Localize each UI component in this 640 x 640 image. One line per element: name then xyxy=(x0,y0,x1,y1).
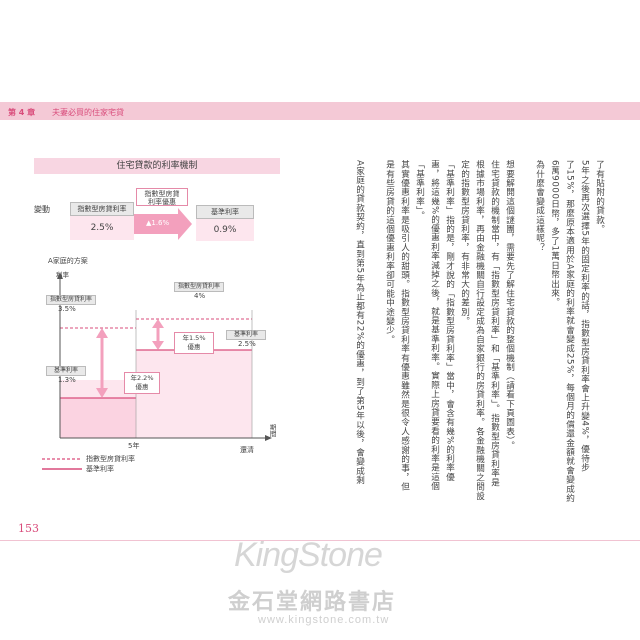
right-discount-line1: 年1.5% xyxy=(182,334,206,342)
body-column-12: 惠，將這幾%的優惠利率減掉之後，就是基準利率。實際上房貸要看的利率是這個 xyxy=(429,160,440,491)
top-index-rate-label: 指數型房貸利率 xyxy=(77,205,127,213)
left-discount-box: 年2.2% 優惠 xyxy=(124,372,160,394)
top-index-rate-value-box: 2.5% xyxy=(70,216,134,240)
watermark-url: www.kingstone.com.tw xyxy=(258,614,390,626)
left-base-rate-label: 基準利率 xyxy=(53,367,78,374)
right-index-rate-label-box: 指數型房貸利率 xyxy=(174,282,224,292)
family-plan-label: A家庭的方案 xyxy=(48,257,88,265)
left-index-rate-value: 3.5% xyxy=(58,305,76,313)
left-index-rate-label-box: 指數型房貸利率 xyxy=(46,295,96,305)
body-column-14: 其實優惠利率是吸引人的甜頭。指數型房貸利率有優惠雖然是很令人感謝的事，但 xyxy=(399,160,410,492)
page-number: 153 xyxy=(18,522,39,535)
discount-callout-line2: 利率優惠 xyxy=(148,198,176,206)
legend-dashed-label: 指數型房貸利率 xyxy=(86,455,135,463)
right-base-rate-label: 基準利率 xyxy=(233,331,258,338)
discount-callout-box: 指數型房貸 利率優惠 xyxy=(136,188,188,206)
right-base-rate-value: 2.5% xyxy=(238,340,256,348)
right-discount-box: 年1.5% 優惠 xyxy=(174,332,214,354)
diagram-title: 住宅貸款的利率機制 xyxy=(34,158,280,174)
body-column-13: 「基準利率」。 xyxy=(414,160,425,221)
top-index-rate-value: 2.5% xyxy=(90,223,114,233)
discount-arrow-icon xyxy=(134,208,192,240)
body-column-3: 了15%，那麼原本適用於A家庭的利率就會變成25%，每個月的償還金額就會變成約 xyxy=(564,160,575,503)
left-base-rate-value: 1.3% xyxy=(58,376,76,384)
body-column-1: 了有貼附的貸款。 xyxy=(594,160,605,234)
discount-callout-line1: 指數型房貸 xyxy=(144,190,180,198)
body-column-4: 6萬9000日幣，多了1萬日幣出來。 xyxy=(549,160,560,307)
chapter-title: 夫妻必買的住家宅貸 xyxy=(52,108,124,117)
legend-solid-label: 基準利率 xyxy=(86,465,114,473)
watermark-store-name: 金石堂網路書店 xyxy=(228,589,397,615)
footer-divider xyxy=(0,540,640,541)
top-base-rate-value-box: 0.9% xyxy=(196,219,254,241)
x-axis-end-label: 還清 xyxy=(240,446,254,454)
discount-arrow-value: ▲1.6% xyxy=(146,219,170,227)
x-tick-5-years: 5年 xyxy=(128,442,140,450)
x-axis-label: 期間 xyxy=(268,424,277,437)
top-base-rate-value: 0.9% xyxy=(213,225,237,235)
left-discount-line1: 年2.2% xyxy=(130,374,154,382)
rate-axis-label: 利率 xyxy=(56,271,69,279)
left-discount-line2: 優惠 xyxy=(135,383,149,391)
chapter-header-band xyxy=(0,102,640,120)
body-column-5: 為什麼會變成這樣呢？ xyxy=(534,160,545,252)
top-base-rate-label: 基準利率 xyxy=(211,208,239,216)
right-index-rate-label: 指數型房貸利率 xyxy=(177,283,220,290)
body-column-9: 根據市場利率，再由金融機關自行設定成為自家銀行的房貸利率。各金融機關之間設 xyxy=(474,160,485,501)
right-base-rate-label-box: 基準利率 xyxy=(226,330,266,340)
body-column-2: 5年之後再次選擇5年的固定利率的話，指數型房貸利率會上升變4%，優待步 xyxy=(579,160,590,473)
body-column-8: 住宅貸款的機制當中，有「指數型房貸利率」和「基準利率」。指數型房貸利率是 xyxy=(489,160,500,487)
watermark-logo: KingStone xyxy=(234,536,383,574)
body-column-10: 定的指數型房貸利率，有非常大的差別。 xyxy=(459,160,470,326)
top-index-rate-label-box: 指數型房貸利率 xyxy=(70,202,134,216)
chapter-label: 第 4 章 xyxy=(8,108,36,117)
body-column-11: 「基準利率」指的是，剛才說的「指數型房貸利率」當中，會含有幾%的利率優 xyxy=(444,160,455,482)
legend-lines-icon xyxy=(42,458,82,470)
change-label: 變動 xyxy=(34,205,50,214)
top-base-rate-label-box: 基準利率 xyxy=(196,205,254,219)
right-index-rate-value: 4% xyxy=(194,292,206,300)
right-discount-line2: 優惠 xyxy=(187,343,201,351)
body-column-17: A家庭的貸款契約，直到第5年為止都有22%的優惠，到了第5年以後，會變成剩 xyxy=(354,160,365,485)
body-column-7: 想要解開這個謎團，需要先了解住宅貸款的整個機制（請看下頁圖表）。 xyxy=(504,160,515,451)
body-column-15: 是有些房貸的這個優惠利率卻可能中途變少。 xyxy=(384,160,395,344)
left-base-rate-label-box: 基準利率 xyxy=(46,366,86,376)
left-index-rate-label: 指數型房貸利率 xyxy=(49,296,92,303)
